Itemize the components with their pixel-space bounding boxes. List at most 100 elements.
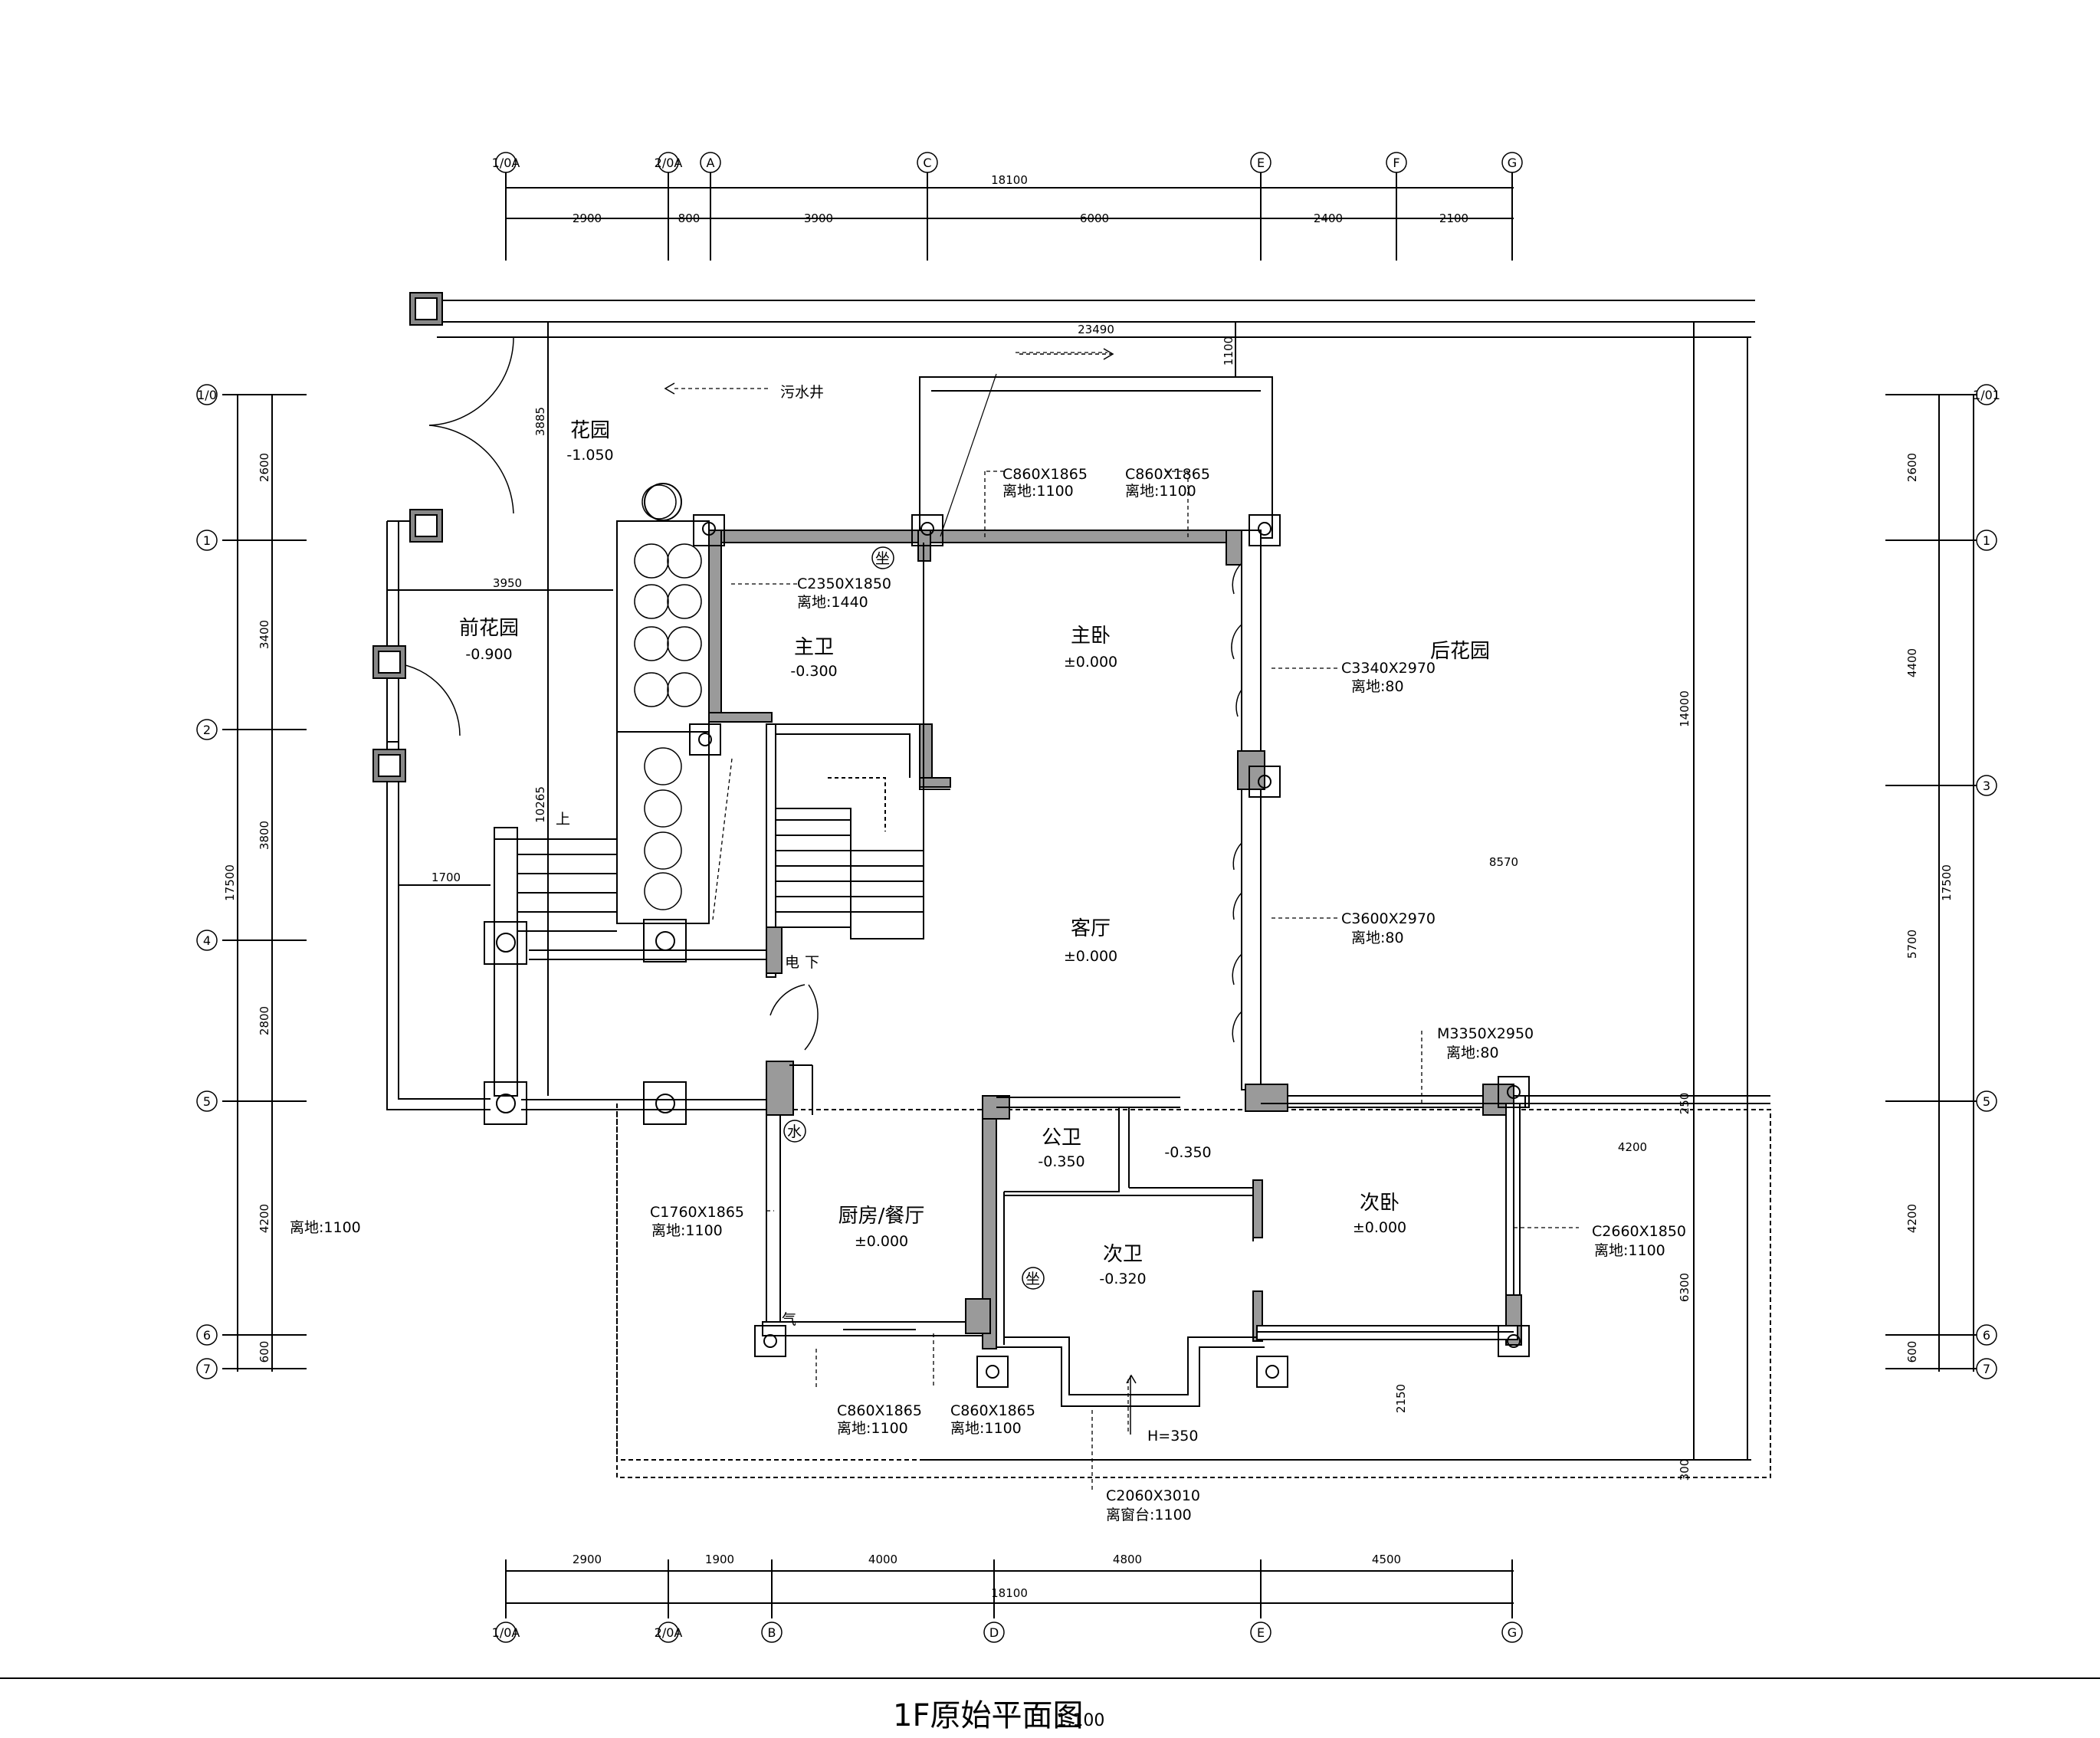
arrow-left-icon (664, 382, 675, 395)
dim-bottom-seg-1: 2900 (573, 1553, 602, 1566)
toilet-symbol-1 (871, 546, 894, 569)
window-11-code: C2060X3010 (1106, 1487, 1200, 1504)
dim-top-seg-2: 800 (678, 212, 701, 225)
window-9-code: C860X1865 (837, 1402, 922, 1419)
axis-top-1: 1/0A (492, 156, 520, 170)
dim-right-seg-2: 4400 (1905, 648, 1919, 677)
arrow-right-icon (1103, 348, 1114, 360)
dim-6300: 6300 (1678, 1273, 1691, 1302)
dim-right-seg-3: 5700 (1905, 930, 1919, 959)
dim-250: 250 (1678, 1093, 1691, 1115)
drawing-scale: 1:100 (1056, 1711, 1104, 1730)
window-11-height: 离窗台:1100 (1106, 1507, 1192, 1523)
dim-top-seg-5: 2400 (1314, 212, 1343, 225)
axis-bottom-5: E (1257, 1625, 1265, 1640)
window-2-code: C860X1865 (1125, 466, 1210, 483)
dim-bottom-seg-4: 4800 (1113, 1553, 1142, 1566)
dim-right-seg-1: 2600 (1905, 453, 1919, 482)
left-height-note: 离地:1100 (290, 1219, 361, 1236)
water-label: 水 (787, 1123, 802, 1140)
axis-left-5: 5 (203, 1094, 211, 1109)
dim-1700: 1700 (431, 871, 461, 884)
dim-2150: 2150 (1394, 1384, 1408, 1413)
axis-top-2: 2/0A (655, 156, 683, 170)
dim-top-seg-6: 2100 (1439, 212, 1468, 225)
dim-1100: 1100 (1222, 336, 1235, 366)
dim-left-seg-3: 3800 (258, 821, 271, 850)
axis-right-6: 7 (1983, 1362, 1990, 1376)
stair-down-label: 下 (805, 954, 819, 971)
room-front-garden-level: -0.900 (465, 646, 512, 663)
window-7-height: 离地:1100 (651, 1222, 723, 1239)
toilet-symbol-2 (1022, 1267, 1045, 1290)
elec-label: 电 (785, 954, 799, 971)
dim-left-total: 17500 (223, 864, 237, 901)
window-10-height: 离地:1100 (950, 1420, 1022, 1437)
top-dimension-lines (505, 165, 1514, 261)
window-3-code: C2350X1850 (797, 576, 891, 592)
axis-top-7: G (1508, 156, 1517, 170)
toilet-label-1: 坐 (875, 550, 890, 567)
room-master-bath-name: 主卫 (794, 636, 834, 659)
window-10-code: C860X1865 (950, 1402, 1035, 1419)
axis-left-2: 1 (203, 533, 211, 548)
room-garden-name: 花园 (570, 419, 610, 442)
room-master-bath-level: -0.300 (790, 663, 837, 680)
dim-left-seg-2: 3400 (258, 620, 271, 649)
axis-left-7: 7 (203, 1362, 211, 1376)
axis-bubbles-top (495, 152, 1523, 173)
dim-overall-width: 23490 (1078, 323, 1114, 336)
room-living-name: 客厅 (1071, 917, 1111, 940)
sewer-label: 污水井 (780, 384, 824, 401)
stair-up-label: 上 (556, 811, 570, 828)
gas-label: 气 (782, 1311, 796, 1328)
axis-bottom-2: 2/0A (655, 1625, 683, 1640)
room-public-bath-level: -0.350 (1038, 1153, 1084, 1170)
h350-label: H=350 (1147, 1428, 1198, 1445)
axis-left-1: 1/0 (197, 388, 217, 402)
room-second-bath-name: 次卫 (1103, 1243, 1143, 1266)
window-8-height: 离地:1100 (1594, 1242, 1665, 1259)
room-kitchen-name: 厨房/餐厅 (838, 1205, 925, 1228)
window-9-height: 离地:1100 (837, 1420, 908, 1437)
axis-right-4: 5 (1983, 1094, 1990, 1109)
dim-8570: 8570 (1489, 855, 1518, 869)
axis-left-6: 6 (203, 1328, 211, 1343)
drawing-title: 1F原始平面图 (893, 1698, 1083, 1733)
arrow-up-icon (1126, 1374, 1137, 1384)
axis-top-5: E (1257, 156, 1265, 170)
room-second-bed-level: ±0.000 (1353, 1219, 1406, 1236)
axis-bubbles-left (196, 384, 218, 1379)
bottom-dimension-lines (505, 1559, 1514, 1618)
dim-bottom-seg-5: 4500 (1372, 1553, 1401, 1566)
dim-top-seg-1: 2900 (573, 212, 602, 225)
room-kitchen-level: ±0.000 (855, 1233, 908, 1250)
dim-bottom-seg-3: 4000 (868, 1553, 897, 1566)
dim-top-seg-4: 6000 (1080, 212, 1109, 225)
toilet-label-2: 坐 (1025, 1271, 1040, 1287)
dim-bottom-total: 18100 (991, 1586, 1028, 1600)
dim-10265: 10265 (533, 786, 547, 823)
dim-left-seg-6: 600 (258, 1341, 271, 1363)
dim-left-seg-5: 4200 (258, 1204, 271, 1233)
dim-top-total: 18100 (991, 173, 1028, 187)
room-back-garden-name: 后花园 (1430, 640, 1490, 663)
window-5-code: C3600X2970 (1341, 910, 1436, 927)
door-6-height: 离地:80 (1446, 1044, 1499, 1061)
axis-bubbles-right (1976, 384, 1997, 1379)
dim-bottom-seg-2: 1900 (705, 1553, 734, 1566)
room-garden-level: -1.050 (566, 447, 613, 464)
window-4-height: 离地:80 (1351, 678, 1404, 695)
right-dimension-lines (1885, 394, 1985, 1372)
dim-right-seg-5: 600 (1905, 1341, 1919, 1363)
axis-bottom-6: G (1508, 1625, 1517, 1640)
dim-left-seg-1: 2600 (258, 453, 271, 482)
window-1-code: C860X1865 (1002, 466, 1088, 483)
axis-right-5: 6 (1983, 1328, 1990, 1343)
room-second-bed-name: 次卧 (1360, 1192, 1399, 1215)
dim-3950: 3950 (493, 576, 522, 590)
dim-300: 300 (1678, 1459, 1691, 1481)
dim-right-seg-4: 4200 (1905, 1204, 1919, 1233)
title-block: 1F原始平面图 1:100 (0, 1677, 2100, 1733)
